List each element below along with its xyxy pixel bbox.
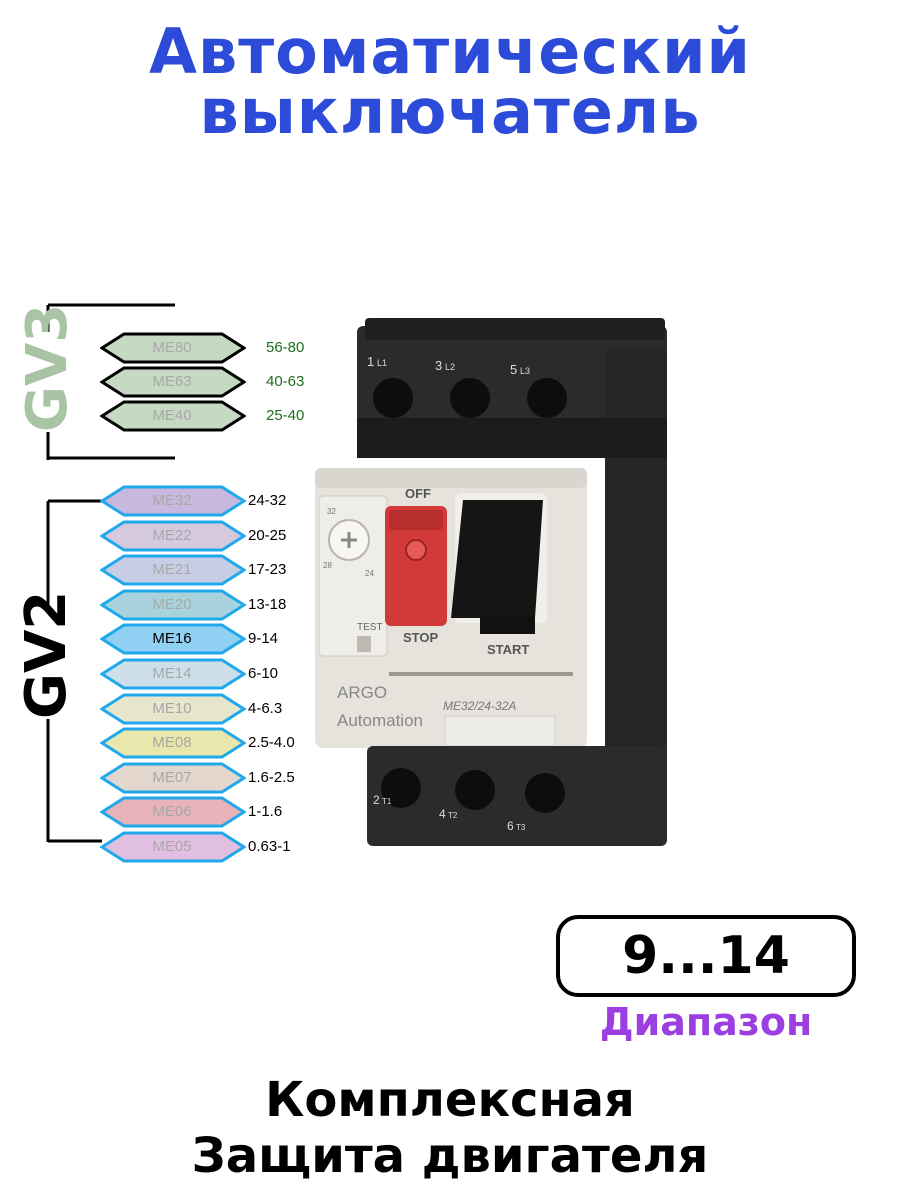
rating-code: ME22 xyxy=(152,526,192,544)
rating-hexagon xyxy=(100,520,246,552)
rating-range: 0.63-1 xyxy=(248,838,291,855)
stop-label: STOP xyxy=(403,630,438,645)
rating-code: ME20 xyxy=(152,595,192,613)
rating-code: ME05 xyxy=(152,838,192,855)
terminal-l3: L3 xyxy=(520,366,530,376)
gv3-rating-me40: ME40 25-40 xyxy=(100,400,360,432)
gv2-rating-me05: ME05 0.63-1 xyxy=(100,831,360,863)
footer-line-2: Защита двигателя xyxy=(191,1128,709,1184)
brand-line-2: Automation xyxy=(337,711,423,730)
gv2-rating-me21: ME21 17-23 xyxy=(100,554,360,586)
terminal-t1: T1 xyxy=(382,797,392,806)
gv3-series-label: GV3 xyxy=(15,303,80,432)
rating-code: ME16 xyxy=(152,630,192,648)
rating-range: 24-32 xyxy=(248,492,287,509)
rating-hexagon xyxy=(100,485,246,517)
rating-range: 1.6-2.5 xyxy=(248,768,295,786)
rating-range: 13-18 xyxy=(248,595,287,613)
terminal-4: 4 xyxy=(439,807,446,821)
rating-code: ME06 xyxy=(152,803,192,821)
gv2-rating-me14: ME14 6-10 xyxy=(100,658,360,690)
rating-range: 9-14 xyxy=(248,630,279,648)
footer-line-1: Комплексная xyxy=(265,1072,635,1128)
test-label: TEST xyxy=(357,622,383,633)
rating-code: ME07 xyxy=(152,768,192,786)
footer-text: Комплексная Защита двигателя xyxy=(0,1072,900,1184)
rating-code: ME10 xyxy=(152,699,192,717)
rating-range: 1-1.6 xyxy=(248,803,283,821)
selected-range-value: 9...14 xyxy=(622,926,790,986)
gv2-series-label: GV2 xyxy=(14,590,79,719)
rating-range: 56-80 xyxy=(266,339,305,356)
rating-range: 4-6.3 xyxy=(248,699,283,717)
rating-range: 25-40 xyxy=(266,407,305,424)
rating-hexagon xyxy=(100,554,246,586)
terminal-3: 3 xyxy=(435,358,442,373)
rating-code: ME40 xyxy=(152,407,192,424)
rating-hexagon xyxy=(100,693,246,725)
gv2-rating-me10: ME10 4-6.3 xyxy=(100,693,360,725)
rating-hexagon xyxy=(100,796,246,828)
brand-line-1: ARGO xyxy=(337,683,387,702)
title-line-2: выключатель xyxy=(199,75,701,148)
terminal-2: 2 xyxy=(373,793,380,807)
rating-code: ME80 xyxy=(152,339,192,356)
gv2-rating-me06: ME06 1-1.6 xyxy=(100,796,360,828)
rating-hexagon xyxy=(100,658,246,690)
model-label: ME32/24-32A xyxy=(443,699,516,713)
rating-code: ME32 xyxy=(152,492,192,509)
terminal-5: 5 xyxy=(510,362,517,377)
terminal-t2: T2 xyxy=(448,811,458,820)
rating-hexagon xyxy=(100,589,246,621)
rating-hexagon xyxy=(100,623,246,655)
gv2-rating-me32: ME32 24-32 xyxy=(100,485,360,517)
terminal-l1: L1 xyxy=(377,358,387,368)
rating-code: ME21 xyxy=(152,561,192,579)
range-caption: Диапазон xyxy=(599,1000,813,1044)
gv2-rating-me07: ME07 1.6-2.5 xyxy=(100,762,360,794)
rating-code: ME14 xyxy=(152,665,192,682)
rating-range: 20-25 xyxy=(248,526,287,544)
rating-hexagon xyxy=(100,727,246,759)
dial-mark-top: 32 xyxy=(327,507,336,516)
rating-code: ME08 xyxy=(152,734,192,752)
circuit-breaker-image: 1 L1 3 L2 5 L3 32 28 24 TEST OFF STOP ST… xyxy=(315,318,667,846)
rating-hexagon xyxy=(100,831,246,863)
title-line-1: Автоматический xyxy=(149,15,751,88)
rating-hexagon xyxy=(100,400,246,432)
terminal-6: 6 xyxy=(507,819,514,833)
gv2-rating-me08: ME08 2.5-4.0 xyxy=(100,727,360,759)
gv2-rating-me16: ME16 9-14 xyxy=(100,623,360,655)
rating-hexagon xyxy=(100,366,246,398)
gv3-rating-me63: ME63 40-63 xyxy=(100,366,360,398)
terminal-t3: T3 xyxy=(516,823,526,832)
gv2-rating-me20: ME20 13-18 xyxy=(100,589,360,621)
rating-range: 6-10 xyxy=(248,665,279,682)
page-title: Автоматический выключатель xyxy=(0,15,900,148)
rating-hexagon xyxy=(100,332,246,364)
off-label: OFF xyxy=(405,486,431,501)
rating-range: 2.5-4.0 xyxy=(248,734,295,752)
selected-range-box: 9...14 xyxy=(556,915,856,997)
terminal-1: 1 xyxy=(367,354,374,369)
terminal-l2: L2 xyxy=(445,362,455,372)
rating-range: 40-63 xyxy=(266,373,305,390)
rating-code: ME63 xyxy=(152,373,192,390)
gv2-rating-me22: ME22 20-25 xyxy=(100,520,360,552)
gv3-rating-me80: ME80 56-80 xyxy=(100,332,360,364)
dial-mark-right: 24 xyxy=(365,569,374,578)
rating-hexagon xyxy=(100,762,246,794)
dial-mark-left: 28 xyxy=(323,561,332,570)
start-label: START xyxy=(487,642,529,657)
rating-range: 17-23 xyxy=(248,561,287,579)
